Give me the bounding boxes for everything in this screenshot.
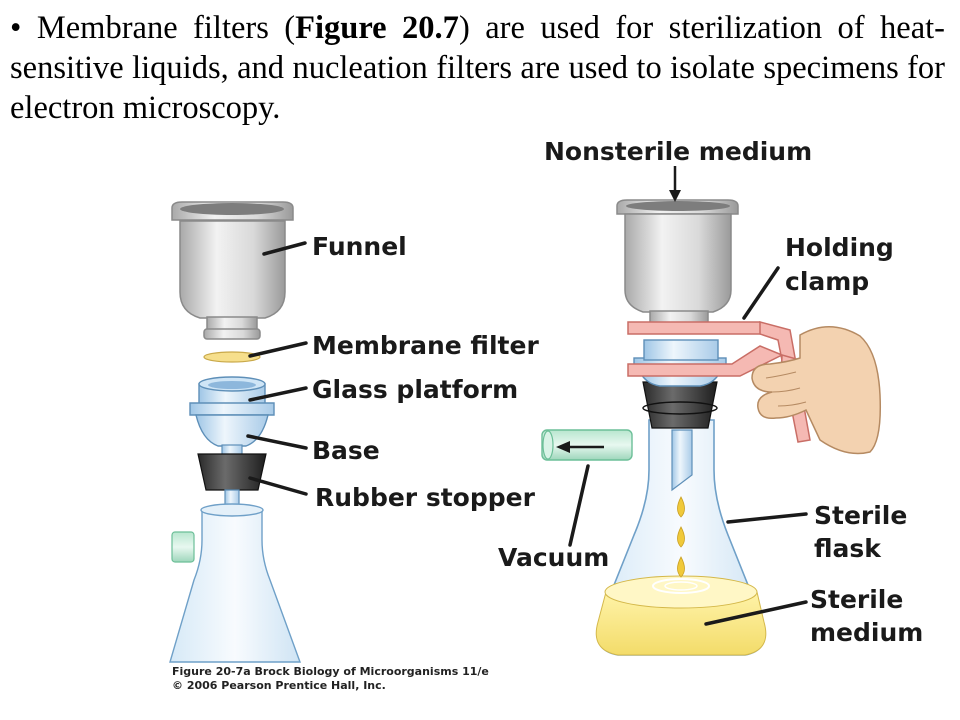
- label-sterile-flask-line2: flask: [814, 534, 882, 563]
- label-holding-clamp-line2: clamp: [785, 267, 869, 296]
- caption-part-2: ) are used for sterilization of heat-sen…: [10, 10, 945, 126]
- label-sterile-medium-line1: Sterile: [810, 585, 903, 614]
- label-sterile-medium-line2: medium: [810, 618, 923, 647]
- vacuum-side-arm: [541, 429, 633, 461]
- label-base: Base: [312, 436, 380, 465]
- leader-lines: [246, 241, 808, 626]
- label-vacuum: Vacuum: [498, 543, 609, 572]
- arrow-nonsterile: [669, 166, 681, 202]
- sterile-medium-liquid: [595, 591, 767, 656]
- label-funnel: Funnel: [312, 232, 407, 261]
- drops: [677, 496, 685, 578]
- glass-platform-shape: [189, 376, 275, 456]
- caption-text: • Membrane filters (Figure 20.7) are use…: [10, 8, 945, 135]
- left-flask-shape: [169, 503, 302, 663]
- right-apparatus: [541, 199, 882, 656]
- membrane-filter-disk: [203, 351, 261, 363]
- right-funnel-shape: [616, 199, 739, 330]
- caption-part-1: Membrane filters (: [36, 10, 296, 46]
- figure-credit-line1: Figure 20-7a Brock Biology of Microorgan…: [172, 665, 489, 678]
- figure-credit-line2: © 2006 Pearson Prentice Hall, Inc.: [172, 679, 386, 692]
- hand-shape: [751, 326, 882, 455]
- label-glass-platform: Glass platform: [312, 375, 518, 404]
- caption-figure-ref: Figure 20.7: [295, 10, 459, 46]
- bullet: •: [10, 10, 22, 46]
- funnel-shape: [171, 201, 294, 340]
- label-rubber-stopper: Rubber stopper: [315, 483, 536, 512]
- rubber-stopper-shape: [197, 453, 267, 491]
- arrow-vacuum: [556, 441, 604, 453]
- label-nonsterile-medium: Nonsterile medium: [544, 137, 812, 166]
- right-stopper-shape: [642, 381, 718, 429]
- label-holding-clamp-line1: Holding: [785, 233, 894, 262]
- label-sterile-flask-line1: Sterile: [814, 501, 907, 530]
- right-glass-platform: [633, 339, 727, 387]
- left-apparatus: [169, 201, 302, 663]
- label-membrane-filter: Membrane filter: [312, 331, 539, 360]
